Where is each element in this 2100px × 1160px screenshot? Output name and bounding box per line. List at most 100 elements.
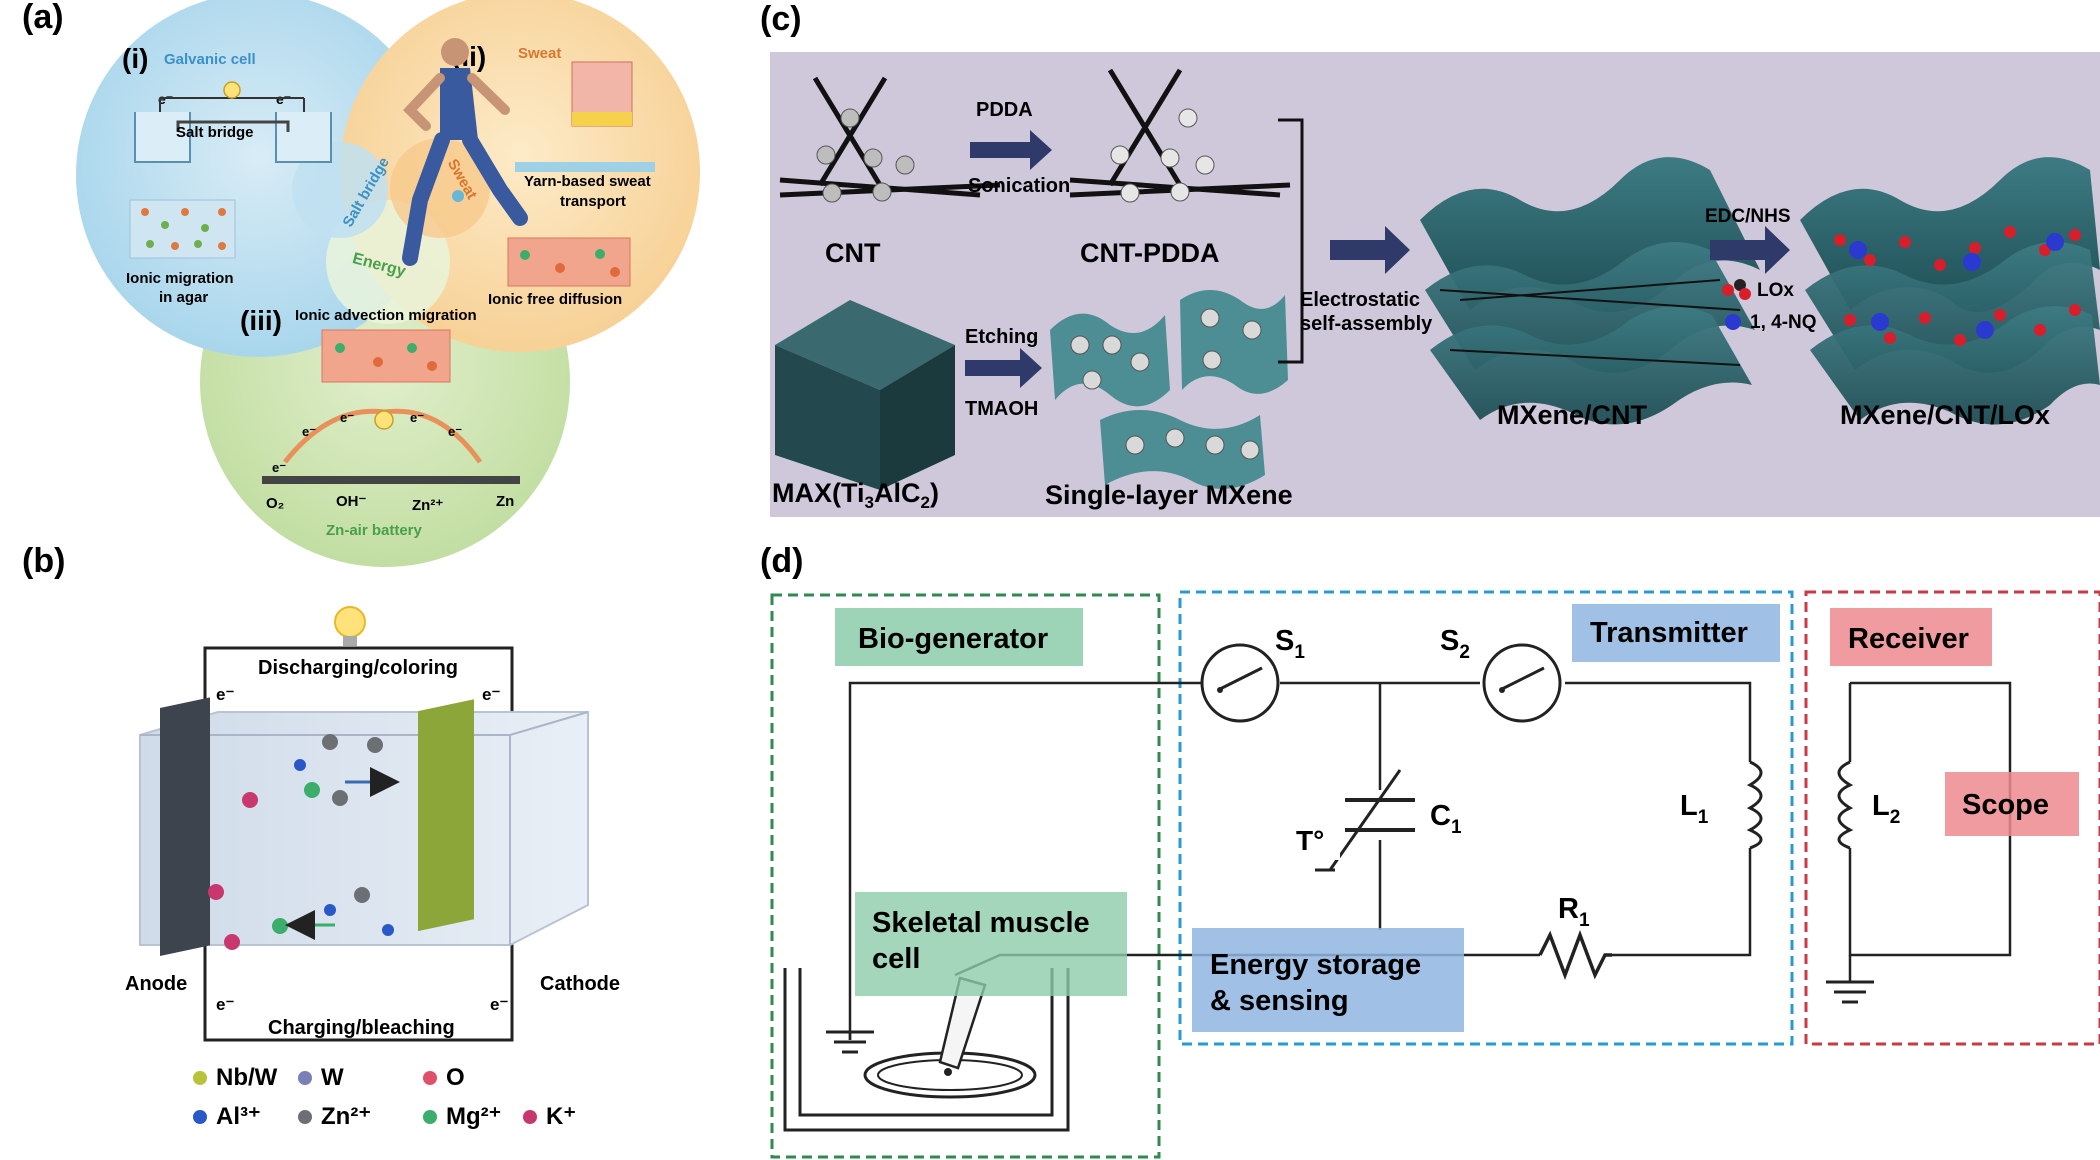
panel-a-label: (a) — [22, 0, 64, 36]
transmitter-frame — [1178, 590, 1794, 1046]
legend-label: Mg²⁺ — [446, 1103, 501, 1130]
electron-iii-4: e⁻ — [448, 424, 462, 439]
electron-iii-1: e⁻ — [302, 424, 316, 439]
legend-swatch — [298, 1071, 312, 1085]
salt-bridge-label: Salt bridge — [176, 124, 254, 141]
electron-iii-5: e⁻ — [272, 460, 286, 475]
galvanic-cell-title: Galvanic cell — [164, 51, 256, 68]
switch-s2 — [1482, 643, 1562, 723]
l2-label: L2 — [1872, 790, 1900, 828]
edc-arrow — [1710, 226, 1790, 274]
ground-icon-bio — [826, 1030, 874, 1054]
etching-label: Etching — [965, 326, 1038, 348]
panel-b: (b) Discharging/coloring Charging/bleach… — [22, 542, 620, 1130]
energy-storage-box — [1192, 928, 1464, 1032]
bulb-icon-b — [334, 606, 366, 638]
nq-icon — [1725, 314, 1741, 330]
s2-sub: 2 — [1459, 642, 1470, 663]
legend-label: Al³⁺ — [216, 1103, 261, 1130]
electron-b-4: e⁻ — [490, 995, 508, 1014]
pdda-arrow — [970, 130, 1052, 170]
temp-label: T° — [1296, 825, 1324, 856]
bio-generator-frame — [770, 593, 1161, 1159]
panel-b-label: (b) — [22, 542, 65, 580]
l1-sub: 1 — [1698, 807, 1709, 828]
lox-legend-label: LOx — [1757, 280, 1794, 301]
pdda-label: PDDA — [976, 99, 1033, 121]
mxene-cnt-label: MXene/CNT — [1497, 400, 1648, 430]
diffusion-inset — [507, 237, 631, 287]
nq-legend-label: 1, 4-NQ — [1750, 312, 1817, 333]
marker-i: (i) — [122, 43, 148, 74]
mxene-cnt-stack — [1420, 157, 1760, 425]
sweat-title: Sweat — [518, 45, 561, 62]
l1-label: L1 — [1680, 790, 1709, 828]
transmitter-label: Transmitter — [1590, 617, 1748, 649]
temp-label-bg — [1292, 820, 1340, 860]
cnt-pdda-label: CNT-PDDA — [1080, 238, 1220, 268]
mxene-cnt-lox-label: MXene/CNT/LOx — [1840, 400, 2050, 430]
bio-generator-box — [835, 608, 1083, 666]
electron-b-2: e⁻ — [482, 685, 500, 704]
skeletal-line2: cell — [872, 943, 920, 975]
panel-c-label: (c) — [760, 0, 802, 38]
ionic-migration-line1: Ionic migration — [126, 270, 234, 287]
galvanic-beakers — [134, 81, 332, 163]
cathode-crystal — [418, 699, 474, 932]
s1-label: S1 — [1275, 625, 1305, 663]
electron-b-3: e⁻ — [216, 995, 234, 1014]
edc-nhs-label: EDC/NHS — [1705, 206, 1791, 227]
zn-ion-label: Zn²⁺ — [412, 497, 443, 514]
panel-c: (c) CNT PDDA Sonication CNT-PDDA MAX(Ti3… — [760, 0, 2100, 517]
storage-line2: & sensing — [1210, 985, 1349, 1017]
skeletal-line1: Skeletal muscle — [872, 907, 1090, 939]
sonication-label: Sonication — [968, 175, 1070, 197]
r1-letter: R — [1558, 893, 1579, 925]
ionic-free-diffusion: Ionic free diffusion — [488, 291, 622, 308]
legend-swatch — [423, 1110, 437, 1124]
electrochromic-box — [139, 711, 589, 946]
yarn-strip — [515, 162, 655, 172]
c1-label: C1 — [1430, 800, 1462, 838]
max-mid: AlC — [874, 478, 921, 508]
lox-icon — [1722, 284, 1734, 296]
zn-label: Zn — [496, 493, 514, 510]
cathode-label: Cathode — [540, 973, 620, 995]
legend-swatch — [298, 1110, 312, 1124]
agar-ions — [141, 208, 226, 250]
transmitter-box — [1572, 604, 1780, 662]
legend-swatch — [523, 1110, 537, 1124]
yarn-line2: transport — [560, 193, 626, 210]
max-label: MAX(Ti3AlC2) — [772, 478, 939, 512]
cnt-charges — [816, 108, 915, 203]
etching-arrow — [965, 348, 1042, 388]
tmaoh-label: TMAOH — [965, 398, 1038, 420]
mxene-cnt-lox-stack — [1800, 157, 2100, 425]
s2-letter: S — [1440, 625, 1459, 657]
max-block — [775, 300, 955, 390]
anode-label: Anode — [125, 973, 187, 995]
s2-label: S2 — [1440, 625, 1470, 663]
advection-inset — [321, 329, 451, 383]
marker-iii: (iii) — [240, 305, 282, 336]
assembly-line1: Electrostatic — [1300, 289, 1420, 311]
scope-box — [1945, 772, 2079, 836]
max-suffix: ) — [930, 478, 939, 508]
legend-label: K⁺ — [546, 1103, 576, 1130]
cnt-pdda-charges — [1110, 108, 1215, 203]
switch-s1 — [1200, 643, 1280, 723]
discharging-label: Discharging/coloring — [258, 657, 458, 679]
legend-swatch — [423, 1071, 437, 1085]
max-sub1: 3 — [865, 493, 874, 512]
culture-dish — [783, 968, 1070, 1132]
ground-icon-receiver — [1826, 980, 1874, 1004]
receiver-label: Receiver — [1848, 623, 1969, 655]
legend-swatch — [193, 1110, 207, 1124]
bulb-icon — [223, 81, 241, 99]
l2-letter: L — [1872, 790, 1890, 822]
s1-letter: S — [1275, 625, 1294, 657]
bulb-icon-iii — [374, 410, 394, 430]
scope-label: Scope — [1962, 789, 2049, 821]
